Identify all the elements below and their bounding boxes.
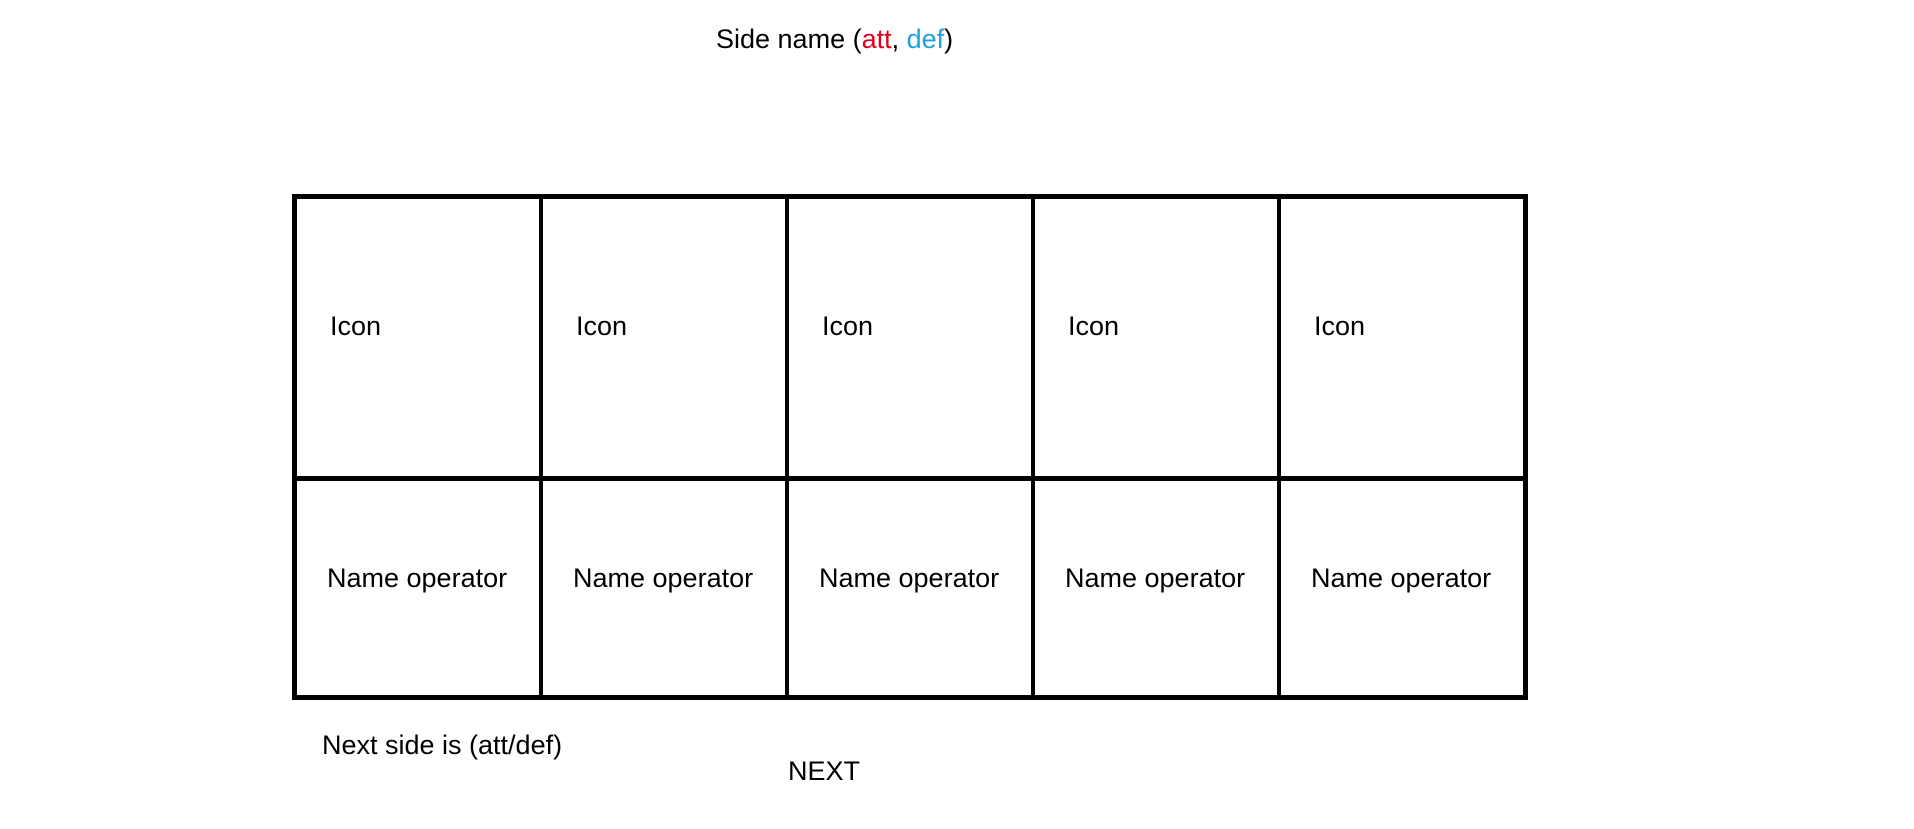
operator-name-slot: Name operator [1035,481,1277,695]
def-label: def [906,24,945,54]
operator-icon-slot: Icon [1035,199,1277,481]
operator-card[interactable]: Icon Name operator [297,199,539,695]
icon-placeholder-label: Icon [330,311,382,341]
operator-grid: Icon Name operator Icon Name operator Ic… [292,194,1528,700]
operator-name-slot: Name operator [1281,481,1523,695]
operator-icon-slot: Icon [297,199,539,481]
icon-placeholder-label: Icon [1068,311,1120,341]
operator-name-slot: Name operator [543,481,785,695]
operator-icon-slot: Icon [543,199,785,481]
operator-name-label: Name operator [819,563,1000,593]
side-name-title: Side name (att, def) [716,24,953,55]
next-button[interactable]: NEXT [788,756,861,786]
operator-card[interactable]: Icon Name operator [539,199,785,695]
operator-name-slot: Name operator [789,481,1031,695]
title-suffix: ) [944,24,954,54]
title-separator: , [891,24,907,54]
icon-placeholder-label: Icon [822,311,874,341]
icon-placeholder-label: Icon [1314,311,1366,341]
operator-name-label: Name operator [327,563,508,593]
operator-card[interactable]: Icon Name operator [1031,199,1277,695]
operator-card[interactable]: Icon Name operator [1277,199,1523,695]
operator-card[interactable]: Icon Name operator [785,199,1031,695]
operator-name-slot: Name operator [297,481,539,695]
icon-placeholder-label: Icon [576,311,628,341]
title-prefix: Side name ( [716,24,862,54]
next-side-text: Next side is (att/def) [322,730,563,760]
operator-icon-slot: Icon [789,199,1031,481]
operator-name-label: Name operator [573,563,754,593]
att-label: att [861,24,892,54]
operator-icon-slot: Icon [1281,199,1523,481]
operator-name-label: Name operator [1311,563,1492,593]
operator-name-label: Name operator [1065,563,1246,593]
